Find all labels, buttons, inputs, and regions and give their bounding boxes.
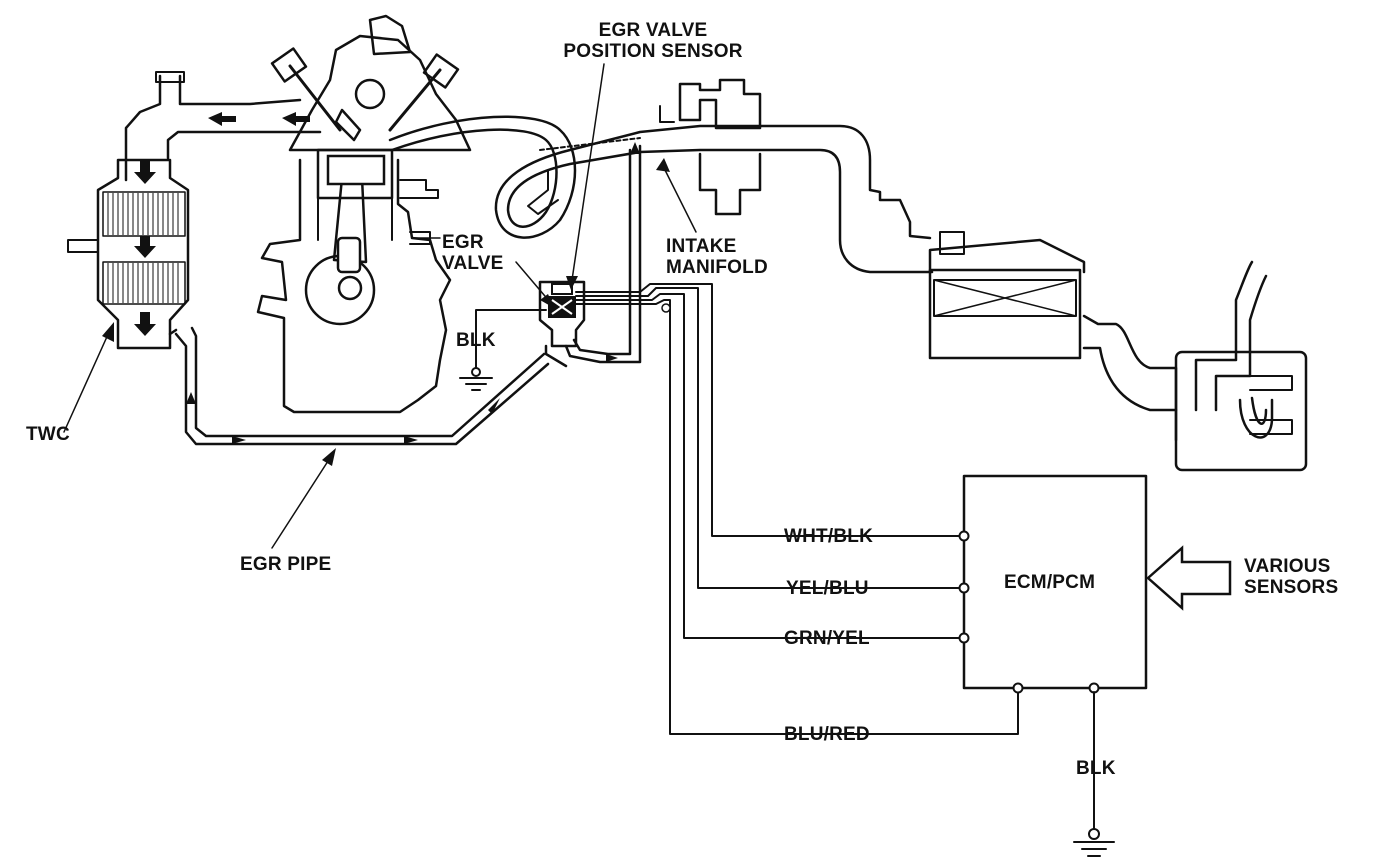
egr-valve[interactable] <box>538 280 586 368</box>
exhaust-pipe <box>124 71 322 182</box>
egr-valve-label-line2: VALVE <box>442 253 504 274</box>
various-sensors-label: VARIOUS SENSORS <box>1244 556 1338 598</box>
egr-sensor-label-line2: POSITION SENSOR <box>563 41 743 62</box>
callout-lines <box>63 63 697 549</box>
ground-valve <box>459 309 547 391</box>
ecm-pcm-box <box>958 474 1148 857</box>
egr-sensor-label-line1: EGR VALVE <box>598 20 708 41</box>
ecm-pcm-label: ECM/PCM <box>1004 572 1096 593</box>
intake-manifold-label: INTAKE MANIFOLD <box>666 236 768 278</box>
wire-label-grn-yel: GRN/YEL <box>784 628 870 649</box>
wire-harness <box>575 283 1019 735</box>
twc-label: TWC <box>26 424 70 445</box>
various-sensors-line2: SENSORS <box>1244 577 1339 598</box>
intake-label-line2: MANIFOLD <box>666 257 768 278</box>
wire-label-blu-red: BLU/RED <box>784 724 870 745</box>
wire-label-yel-blu: YEL/BLU <box>786 578 869 599</box>
intake-label-line1: INTAKE <box>666 236 737 257</box>
various-sensors-line1: VARIOUS <box>1244 556 1331 577</box>
egr-intake-line <box>564 142 642 364</box>
egr-pipe-label: EGR PIPE <box>240 554 332 575</box>
various-sensors-arrow <box>1146 545 1232 611</box>
egr-valve-label-line1: EGR <box>442 232 484 253</box>
egr-valve-position-sensor-label: EGR VALVE POSITION SENSOR <box>540 20 766 62</box>
twc-converter <box>67 158 190 350</box>
engine-block <box>256 148 452 414</box>
egr-pipe <box>168 326 550 446</box>
wire-label-wht-blk: WHT/BLK <box>784 526 873 547</box>
blk-ground-valve-label: BLK <box>456 330 496 351</box>
intake-manifold <box>388 78 1308 472</box>
egr-valve-label: EGR VALVE <box>442 232 504 274</box>
blk-ground-ecm-label: BLK <box>1076 758 1116 779</box>
cylinder-head <box>270 14 472 152</box>
